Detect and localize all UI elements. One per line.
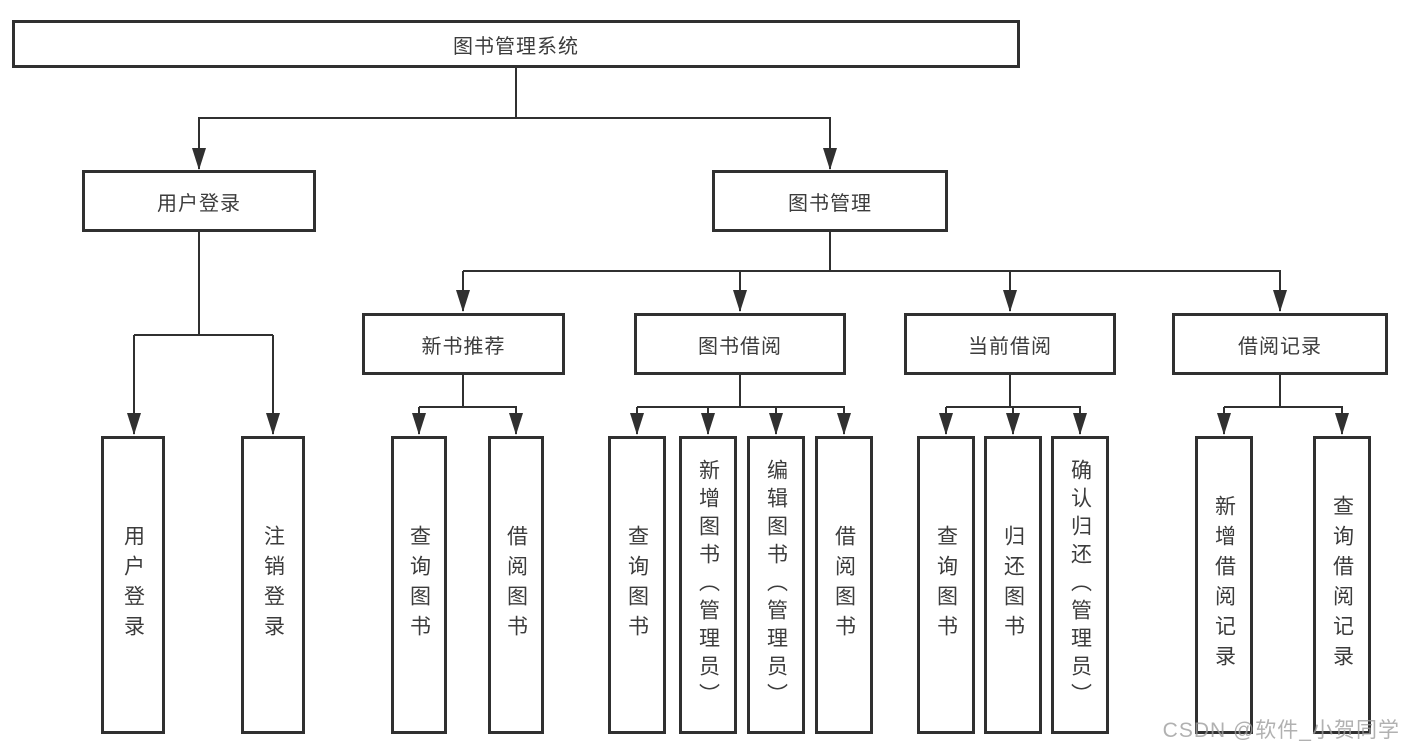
- leaf-add-borrow-record: 新增借阅记录: [1195, 436, 1253, 734]
- node-book-borrowing: 图书借阅: [634, 313, 846, 375]
- leaf-borrow-books: 借阅图书: [815, 436, 873, 734]
- node-root-system: 图书管理系统: [12, 20, 1020, 68]
- leaf-edit-books-admin: 编辑图书（管理员）: [747, 436, 805, 734]
- node-user-login: 用户登录: [82, 170, 316, 232]
- leaf-query-books-recommend: 查询图书: [391, 436, 447, 734]
- leaf-return-books: 归还图书: [984, 436, 1042, 734]
- node-new-book-recommendation: 新书推荐: [362, 313, 565, 375]
- leaf-logout-login: 注销登录: [241, 436, 305, 734]
- leaf-query-books-borrow: 查询图书: [608, 436, 666, 734]
- node-current-borrowing: 当前借阅: [904, 313, 1116, 375]
- leaf-query-books-current: 查询图书: [917, 436, 975, 734]
- leaf-user-login: 用户登录: [101, 436, 165, 734]
- leaf-borrow-books-recommend: 借阅图书: [488, 436, 544, 734]
- node-book-management: 图书管理: [712, 170, 948, 232]
- csdn-watermark: CSDN @软件_小贺同学: [1162, 719, 1400, 742]
- leaf-add-books-admin: 新增图书（管理员）: [679, 436, 737, 734]
- leaf-query-borrow-record: 查询借阅记录: [1313, 436, 1371, 734]
- node-borrowing-records: 借阅记录: [1172, 313, 1388, 375]
- leaf-confirm-return-admin: 确认归还（管理员）: [1051, 436, 1109, 734]
